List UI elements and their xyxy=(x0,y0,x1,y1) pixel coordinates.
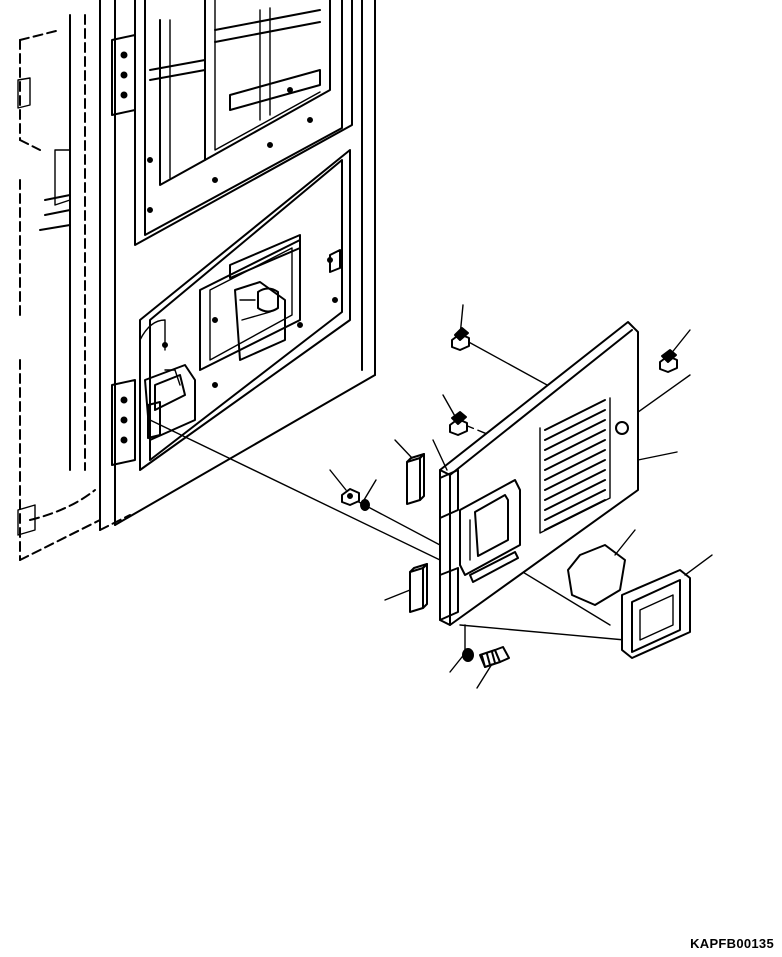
washer-bottom xyxy=(462,648,474,662)
leader-lines xyxy=(329,304,713,689)
drawing-code: KAPFB00135 xyxy=(690,936,774,951)
bolt-bottom xyxy=(479,646,510,668)
washer-left xyxy=(360,499,370,511)
nut-top xyxy=(451,327,470,351)
cab-frame xyxy=(17,0,376,561)
spacer-lower xyxy=(409,563,428,613)
gasket xyxy=(567,544,626,606)
vent-frame xyxy=(621,569,691,659)
spacer-upper xyxy=(406,453,425,505)
nut-right xyxy=(659,349,678,373)
side-panel-with-handle xyxy=(139,149,351,471)
cover-plate-with-louvers xyxy=(439,321,639,626)
nut-left xyxy=(341,488,360,506)
door-opening xyxy=(134,0,353,246)
nut-middle xyxy=(449,411,468,436)
